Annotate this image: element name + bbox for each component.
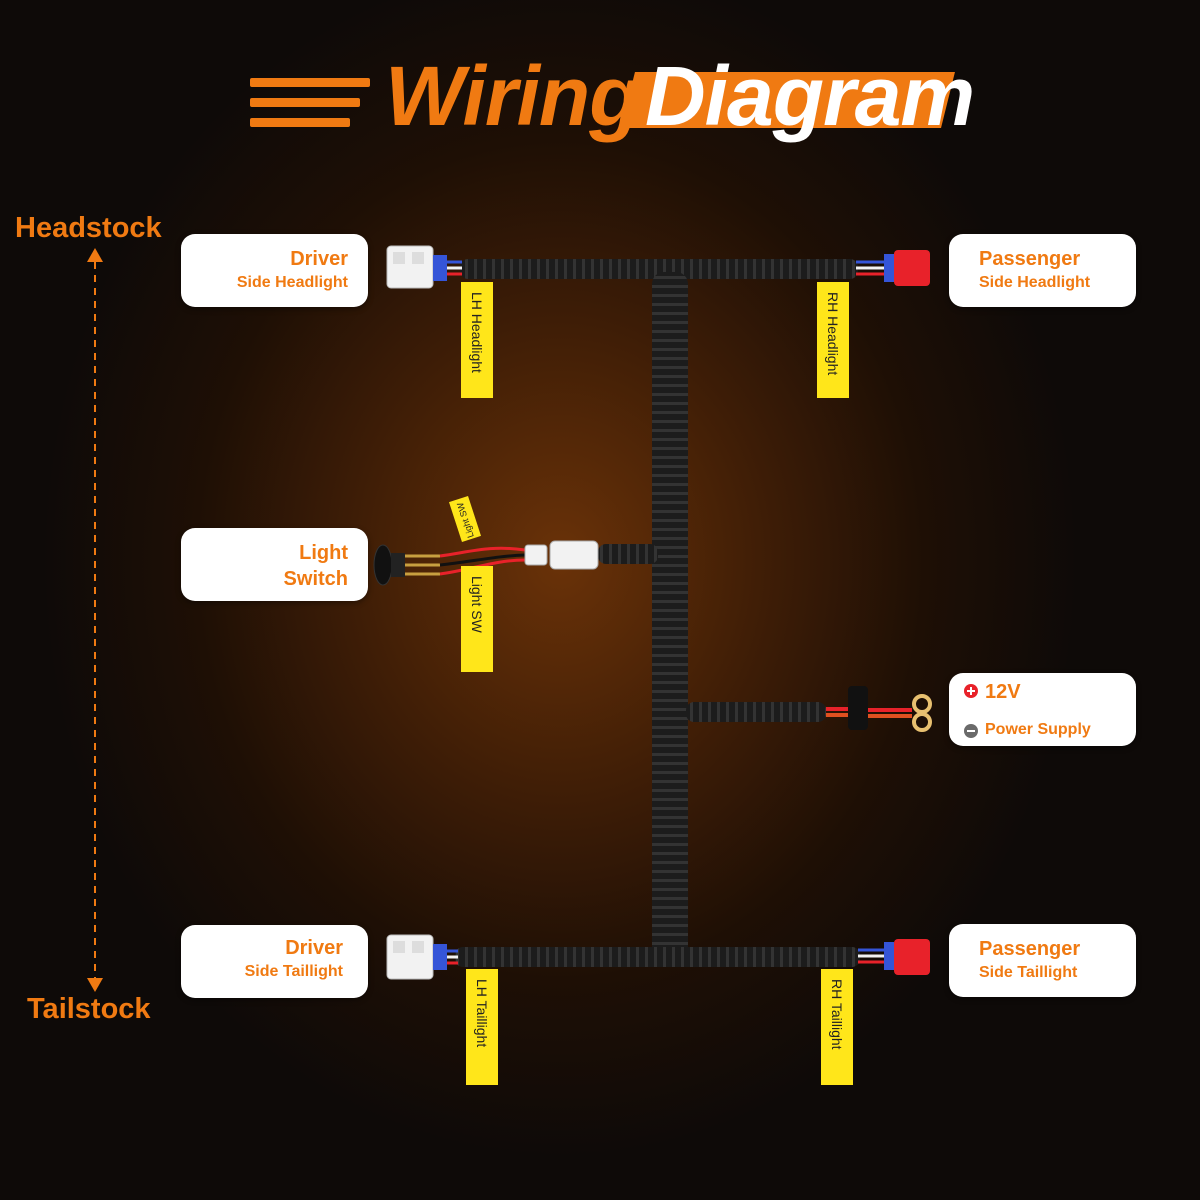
label-passenger-headlight: Passenger Side Headlight [949, 234, 1136, 307]
plus-icon [964, 684, 978, 698]
tailstock-label: Tailstock [27, 993, 151, 1025]
power-branch-loom [686, 702, 826, 722]
driver-headlight-connector [386, 245, 462, 289]
tag-rh-taillight: RH Taillight [821, 969, 853, 1085]
ring-terminal-icon [912, 694, 932, 714]
arrow-down-icon [87, 978, 103, 992]
arrow-up-icon [87, 248, 103, 262]
power-supply-wiring [826, 686, 932, 732]
ring-terminal-icon [912, 712, 932, 732]
title-stripes [250, 78, 370, 138]
minus-icon [964, 724, 978, 738]
headstock-label: Headstock [15, 212, 162, 244]
tag-lh-headlight: LH Headlight [461, 282, 493, 398]
light-switch-wiring [373, 540, 599, 586]
label-driver-headlight: Driver Side Headlight [181, 234, 368, 307]
passenger-headlight-connector [856, 250, 930, 286]
tag-rh-headlight: RH Headlight [817, 282, 849, 398]
title-word-wiring: Wiring [385, 49, 641, 143]
diagram-header: Wiring Diagram [250, 48, 975, 158]
main-trunk-loom [652, 272, 688, 962]
title-word-diagram: Diagram [645, 49, 975, 143]
bottom-loom [455, 947, 860, 967]
switch-branch-loom [598, 544, 658, 564]
label-passenger-taillight: Passenger Side Taillight [949, 924, 1136, 997]
label-power-supply: 12V Power Supply [949, 673, 1136, 746]
tag-light-sw: Light SW [461, 566, 493, 672]
top-loom [460, 259, 858, 279]
tag-lh-taillight: LH Taillight [466, 969, 498, 1085]
passenger-taillight-connector [858, 939, 930, 975]
driver-taillight-connector [386, 934, 458, 980]
fuse-holder-icon [848, 686, 868, 730]
label-light-switch: Light Switch [181, 528, 368, 601]
label-driver-taillight: Driver Side Taillight [181, 925, 368, 998]
headstock-tailstock-axis [87, 248, 103, 992]
